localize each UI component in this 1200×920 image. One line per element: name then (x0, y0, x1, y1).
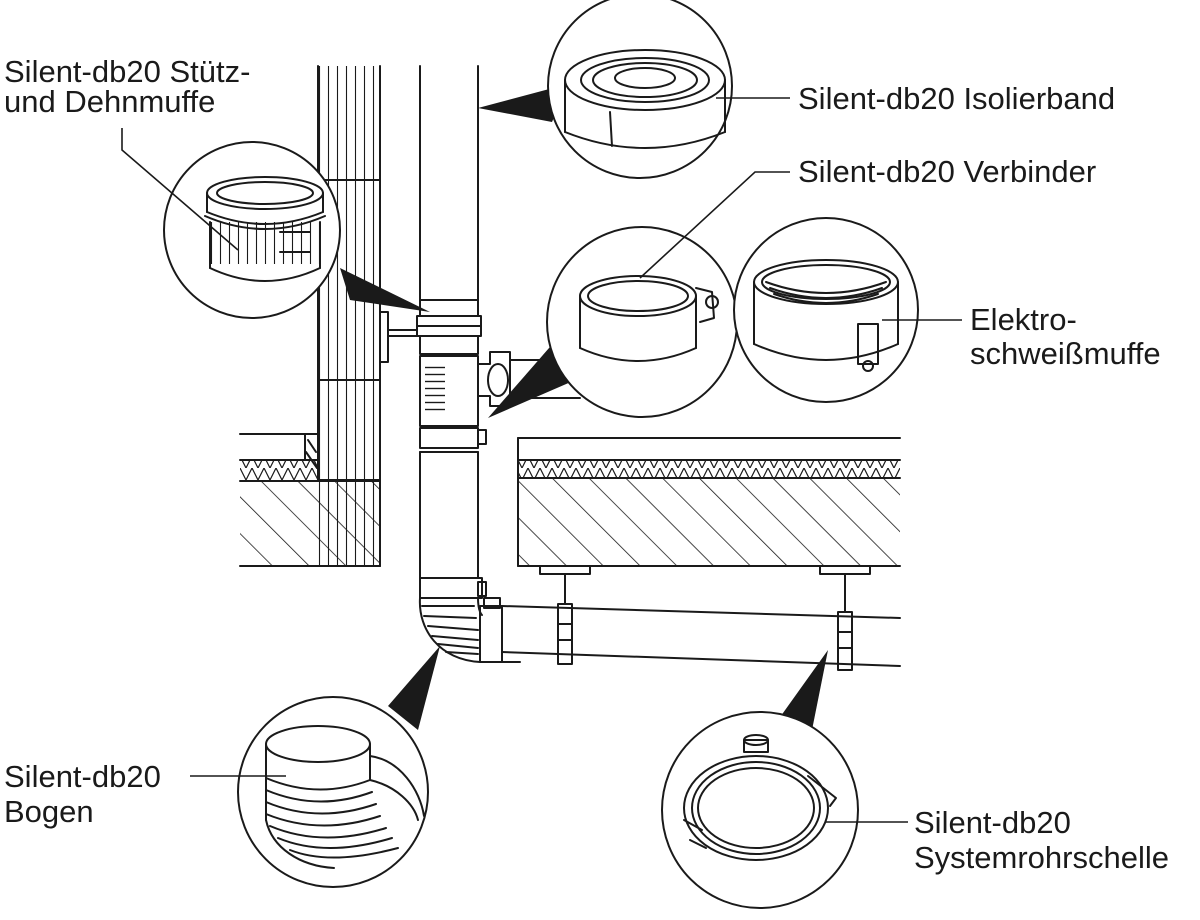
label-isolierband: Silent-db20 Isolierband (798, 81, 1115, 116)
labels: Silent-db20 Stütz- und Dehnmuffe Silent-… (4, 54, 1169, 875)
label-elektro-line2: schweißmuffe (970, 336, 1161, 371)
elbow-and-horizontal-pipe (418, 565, 901, 671)
label-stuetzmuffe-line1: Silent-db20 Stütz- (4, 54, 250, 89)
detail-isolierband (478, 0, 733, 179)
detail-bogen (237, 646, 440, 888)
detail-verbinder (488, 226, 738, 418)
detail-rohrschelle (661, 650, 859, 909)
label-verbinder: Silent-db20 Verbinder (798, 154, 1096, 189)
detail-elektroschweissmuffe (733, 217, 919, 403)
leader-lines (121, 97, 962, 823)
label-rohrschelle-line2: Systemrohrschelle (914, 840, 1169, 875)
label-bogen-line1: Silent-db20 (4, 759, 161, 794)
label-bogen-line2: Bogen (4, 794, 94, 829)
label-elektro-line1: Elektro- (970, 302, 1077, 337)
floor-slab-right (517, 437, 901, 567)
vertical-pipe (379, 65, 581, 599)
detail-stuetzmuffe (163, 141, 430, 319)
label-stuetzmuffe-line2: und Dehnmuffe (4, 84, 215, 119)
floor-slab-left (239, 433, 381, 567)
label-rohrschelle-line1: Silent-db20 (914, 805, 1071, 840)
